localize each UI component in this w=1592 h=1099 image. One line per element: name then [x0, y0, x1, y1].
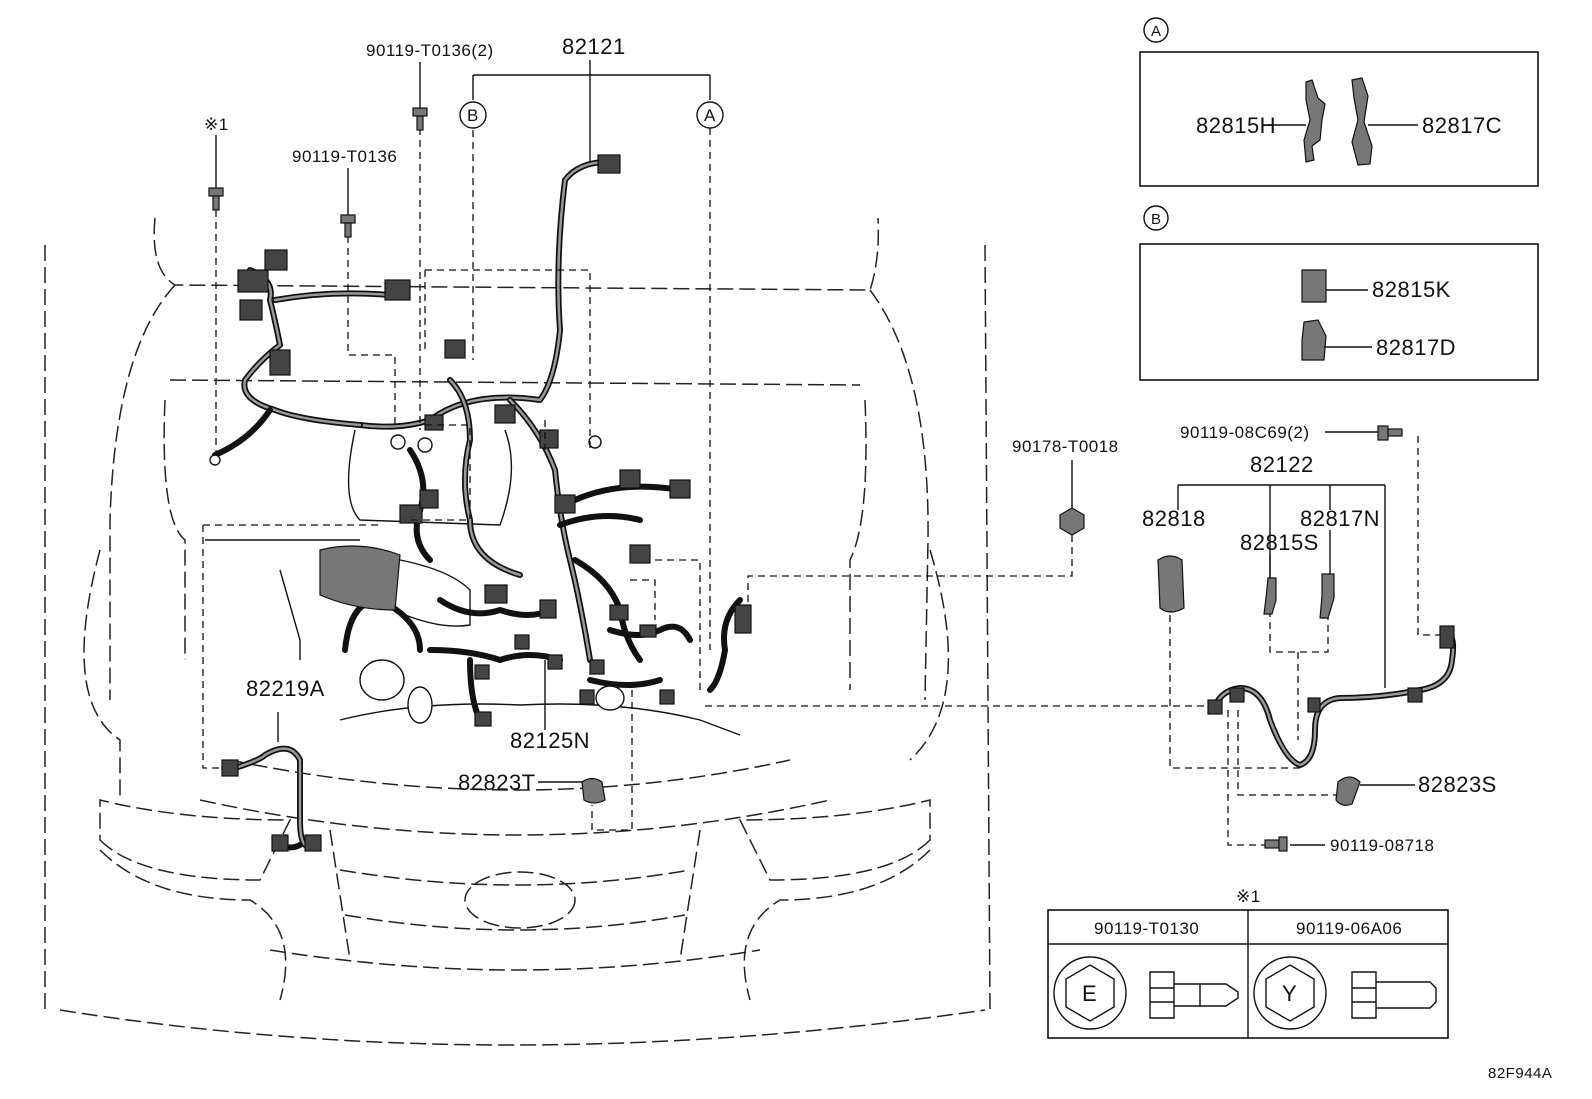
clamp-82817d [1301, 319, 1327, 361]
detail-b-frame [1139, 243, 1539, 381]
bolt-table-col1-part: 90119-T0130 [1094, 919, 1199, 938]
part-labels: 90119-T0136(2) 82121 ※1 90119-T0136 9017… [204, 34, 1552, 1082]
harness-82219a [221, 745, 322, 852]
bolt-90119-08c69 [1377, 425, 1403, 441]
detail-b-ref: B [1151, 211, 1162, 228]
grommet-82818 [1157, 555, 1185, 613]
bolt-90119-t0136-2 [412, 107, 428, 131]
label-82122: 82122 [1250, 452, 1314, 477]
label-82219a: 82219A [246, 676, 325, 701]
bolt-90119-t0136 [340, 214, 356, 238]
clamp-82817n [1319, 573, 1335, 619]
label-82823t: 82823T [458, 770, 536, 795]
clamp-82815s [1263, 577, 1277, 615]
label-90119-t0136-2: 90119-T0136(2) [366, 41, 494, 60]
label-90119-t0136: 90119-T0136 [292, 147, 397, 166]
label-82815s: 82815S [1240, 530, 1319, 555]
label-82815k: 82815K [1372, 277, 1451, 302]
nut-90178-t0018 [1059, 507, 1085, 536]
clamp-82815h [1303, 79, 1326, 163]
bolt-table: ※1 90119-T0130 90119-06A06 E Y [1047, 887, 1449, 1039]
bolt-side-y [1351, 971, 1437, 1019]
detail-a-ref: A [1151, 23, 1162, 40]
vehicle-body-outline [44, 217, 991, 1046]
ref-circle-b-text: B [467, 106, 479, 125]
label-82823s: 82823S [1418, 772, 1497, 797]
clip-82823t [581, 777, 606, 804]
label-82817n: 82817N [1300, 506, 1380, 531]
bolt-table-col2-part: 90119-06A06 [1296, 919, 1402, 938]
label-82125n: 82125N [510, 728, 590, 753]
label-82817d: 82817D [1376, 335, 1456, 360]
label-82121: 82121 [562, 34, 626, 59]
bolt-head-y-mark: Y [1282, 981, 1297, 1006]
clamp-82815k [1301, 269, 1327, 303]
bolt-note1 [208, 187, 224, 211]
label-90119-08718: 90119-08718 [1330, 836, 1434, 855]
label-82817c: 82817C [1422, 113, 1502, 138]
reference-lines [202, 128, 1440, 846]
bolt-head-y: Y [1253, 956, 1327, 1030]
label-82818: 82818 [1142, 506, 1206, 531]
detail-b: B 82815K 82817D [1139, 205, 1539, 381]
label-90178-t0018: 90178-T0018 [1012, 437, 1119, 456]
bolt-table-note: ※1 [1236, 887, 1261, 906]
ref-circle-b: B [459, 101, 487, 129]
bolt-head-e-mark: E [1082, 981, 1097, 1006]
bolt-side-e [1149, 971, 1239, 1019]
clamp-82817c [1351, 77, 1373, 166]
ref-circle-a: A [696, 101, 724, 129]
bolt-head-e: E [1053, 956, 1127, 1030]
harness-82122 [1207, 625, 1457, 768]
emblem-outline [464, 871, 576, 929]
figure-code: 82F944A [1488, 1065, 1552, 1082]
detail-a: A 82815H 82817C [1139, 17, 1539, 187]
label-82815h: 82815H [1196, 113, 1276, 138]
ref-circle-a-text: A [704, 106, 716, 125]
label-note1: ※1 [204, 115, 229, 134]
label-90119-08c69-2: 90119-08C69(2) [1180, 423, 1310, 442]
detail-a-frame [1139, 51, 1539, 187]
bolt-90119-08718 [1264, 836, 1288, 852]
main-engine-harness [209, 154, 752, 727]
clip-82823s [1335, 776, 1361, 806]
